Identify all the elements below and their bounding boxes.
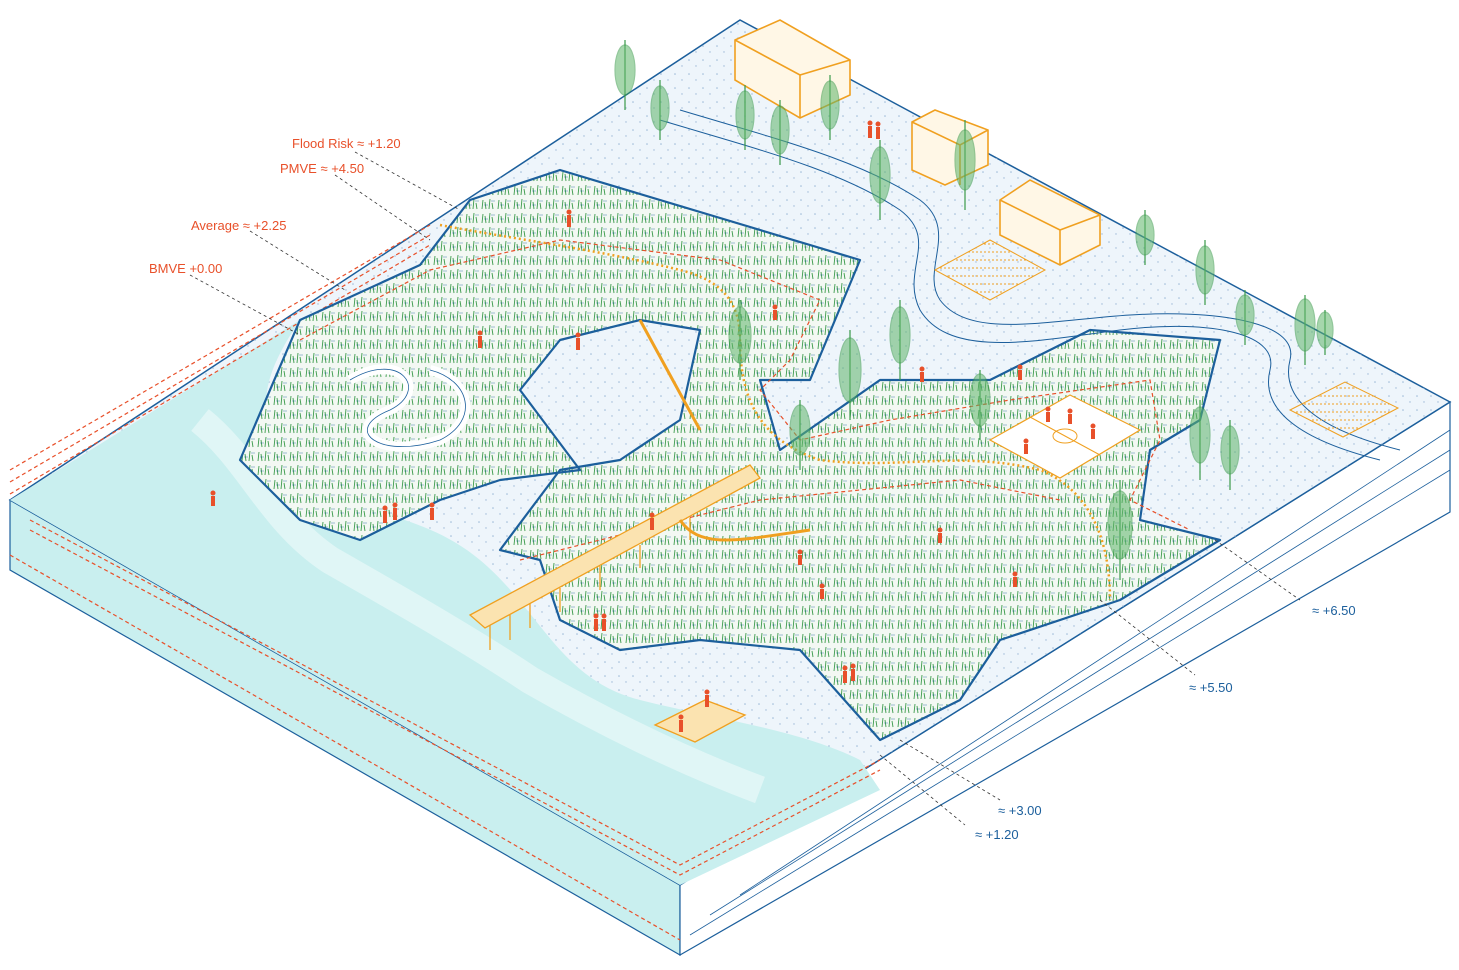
label-elev-550: ≈ +5.50 bbox=[1189, 680, 1233, 695]
buildings bbox=[734, 19, 1101, 266]
leader-lines bbox=[189, 151, 1301, 826]
person bbox=[477, 330, 483, 348]
building-1 bbox=[734, 19, 851, 119]
person bbox=[1012, 571, 1018, 587]
tree bbox=[869, 140, 891, 220]
person bbox=[704, 689, 710, 707]
person bbox=[937, 527, 943, 543]
tree bbox=[728, 300, 752, 380]
person bbox=[772, 304, 778, 320]
tree bbox=[954, 120, 976, 210]
water-body bbox=[9, 224, 881, 941]
person bbox=[1023, 438, 1029, 454]
tree bbox=[1189, 400, 1211, 480]
trees bbox=[614, 40, 1334, 580]
person bbox=[575, 332, 581, 350]
person bbox=[593, 613, 599, 631]
people bbox=[210, 120, 1096, 732]
person bbox=[210, 490, 216, 506]
person bbox=[819, 583, 825, 599]
label-elev-120: ≈ +1.20 bbox=[975, 827, 1019, 842]
tree bbox=[1294, 295, 1316, 365]
person bbox=[601, 613, 607, 631]
tree bbox=[969, 370, 991, 440]
labels-left: Flood Risk ≈ +1.20 PMVE ≈ +4.50 Average … bbox=[149, 136, 401, 276]
tree bbox=[1316, 310, 1334, 355]
person bbox=[678, 714, 684, 732]
tree bbox=[1235, 290, 1255, 345]
label-elev-300: ≈ +3.00 bbox=[998, 803, 1042, 818]
person bbox=[797, 549, 803, 565]
label-pmve: PMVE ≈ +4.50 bbox=[280, 161, 364, 176]
person bbox=[867, 120, 873, 138]
labels-right: ≈ +6.50 ≈ +5.50 ≈ +3.00 ≈ +1.20 bbox=[975, 603, 1356, 842]
fields bbox=[933, 239, 1400, 479]
tree bbox=[1220, 420, 1240, 490]
person bbox=[382, 505, 388, 523]
tree bbox=[735, 85, 755, 150]
person bbox=[919, 366, 925, 382]
boardwalk bbox=[468, 319, 811, 743]
tree bbox=[820, 75, 840, 140]
person bbox=[1045, 406, 1051, 422]
person bbox=[1090, 423, 1096, 439]
person bbox=[649, 512, 655, 530]
tree bbox=[889, 300, 911, 380]
person bbox=[392, 502, 398, 520]
person bbox=[850, 663, 856, 681]
label-flood-risk: Flood Risk ≈ +1.20 bbox=[292, 136, 401, 151]
person bbox=[1067, 408, 1073, 424]
sport-court bbox=[988, 394, 1142, 479]
person bbox=[429, 502, 435, 520]
person bbox=[875, 121, 881, 139]
vegetated-terraces bbox=[238, 168, 1222, 742]
tree bbox=[1107, 480, 1133, 580]
person bbox=[566, 209, 572, 227]
tree bbox=[770, 100, 790, 165]
label-bmve: BMVE +0.00 bbox=[149, 261, 222, 276]
label-average: Average ≈ +2.25 bbox=[191, 218, 286, 233]
tree bbox=[1195, 240, 1215, 305]
tree bbox=[1135, 210, 1155, 265]
tree bbox=[614, 40, 636, 110]
floating-platform bbox=[653, 699, 747, 743]
person bbox=[1017, 364, 1023, 380]
tree bbox=[650, 80, 670, 140]
tree bbox=[838, 330, 862, 420]
person bbox=[842, 665, 848, 683]
label-elev-650: ≈ +6.50 bbox=[1312, 603, 1356, 618]
tree bbox=[789, 400, 811, 470]
building-3 bbox=[999, 179, 1101, 266]
